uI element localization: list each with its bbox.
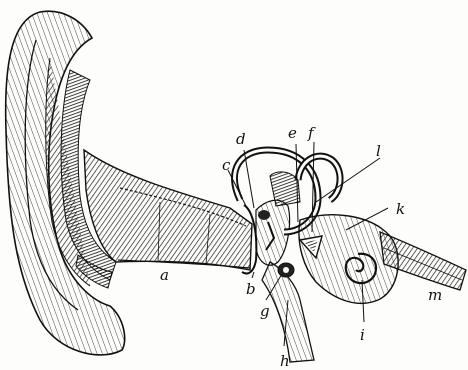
leader-l xyxy=(316,158,380,202)
leader-c xyxy=(228,170,248,210)
eustachian-tube xyxy=(262,262,314,362)
label-e: e xyxy=(288,124,297,142)
label-b: b xyxy=(246,280,256,298)
label-k: k xyxy=(396,200,405,218)
label-g: g xyxy=(260,302,270,320)
label-m: m xyxy=(428,286,442,304)
leader-d xyxy=(244,150,254,208)
label-h: h xyxy=(280,352,290,370)
leader-b xyxy=(252,272,254,278)
label-a: a xyxy=(160,266,169,284)
label-d: d xyxy=(236,130,246,148)
label-c: c xyxy=(222,156,231,174)
label-i: i xyxy=(360,326,365,344)
label-f: f xyxy=(307,124,316,142)
label-l: l xyxy=(376,142,381,160)
